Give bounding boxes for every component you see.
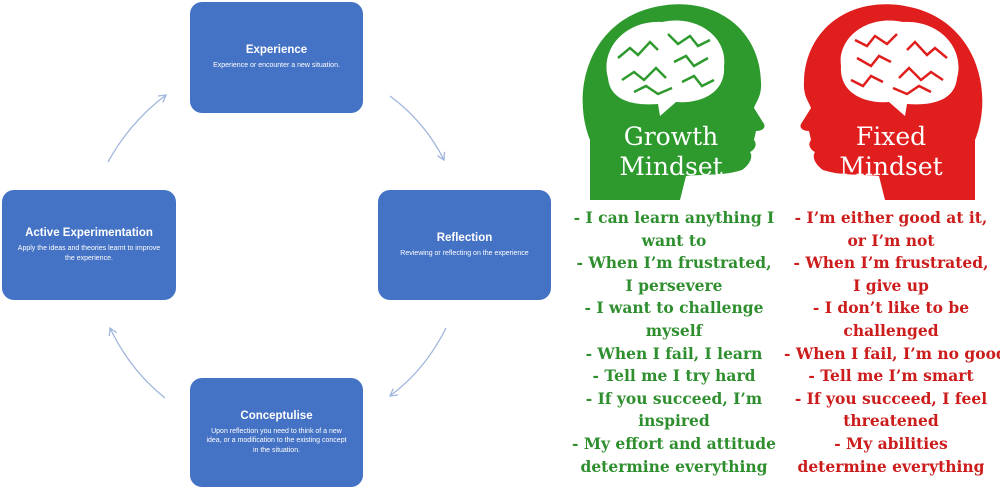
list-item: - When I fail, I learn	[585, 343, 763, 363]
list-item: determine everything	[580, 456, 768, 476]
arrow-reflection-to-conceptulise	[388, 327, 447, 397]
list-item: - Tell me I try hard	[592, 366, 756, 386]
fixed-head-icon	[800, 4, 983, 201]
cycle-arrows	[107, 94, 447, 399]
list-item: - I don’t like to be	[812, 298, 970, 318]
reflection-title: Reflection	[436, 231, 493, 244]
list-item: - If you succeed, I feel	[794, 388, 988, 408]
list-item: - I’m either good at it,	[794, 208, 988, 227]
growth-head-icon	[582, 4, 765, 201]
list-item: or I’m not	[847, 230, 935, 250]
active-experimentation-box: Active Experimentation Apply the ideas a…	[2, 190, 176, 300]
list-item: inspired	[638, 411, 710, 431]
list-item: - I can learn anything I	[573, 208, 775, 227]
conceptulise-description: Upon reflection you need to think of a n…	[206, 427, 347, 454]
growth-brain-lines	[617, 33, 715, 96]
list-item: - When I fail, I’m no good	[784, 343, 1000, 363]
list-item: - My abilities	[834, 433, 948, 453]
conceptulise-box: Conceptulise Upon reflection you need to…	[190, 378, 363, 487]
growth-title: Growth Mindset	[619, 122, 723, 181]
fixed-brain-lines	[850, 33, 948, 96]
list-item: I persevere	[625, 275, 723, 295]
list-item: - My effort and attitude	[572, 433, 776, 453]
list-item: I give up	[853, 275, 929, 295]
growth-list: - I can learn anything I want to - When …	[566, 207, 782, 478]
arrow-experience-to-reflection	[389, 95, 446, 162]
reflection-description: Reviewing or reflecting on the experienc…	[400, 249, 529, 257]
list-item: want to	[641, 230, 707, 250]
experience-box: Experience Experience or encounter a new…	[190, 2, 363, 113]
list-item: - If you succeed, I’m	[585, 388, 763, 408]
list-item: - I want to challenge	[584, 298, 764, 318]
list-item: - When I’m frustrated,	[576, 253, 772, 273]
arrow-active-to-experience	[107, 94, 168, 163]
list-item: - Tell me I’m smart	[808, 366, 974, 386]
list-item: myself	[645, 320, 703, 340]
list-item: - When I’m frustrated,	[793, 253, 989, 273]
reflection-box: Reflection Reviewing or reflecting on th…	[378, 190, 551, 300]
fixed-title: Fixed Mindset	[839, 122, 943, 181]
fixed-list: - I’m either good at it, or I’m not - Wh…	[784, 207, 1000, 478]
experience-description: Experience or encounter a new situation.	[213, 62, 340, 70]
conceptulise-title: Conceptulise	[240, 409, 313, 422]
list-item: challenged	[843, 320, 939, 340]
experience-title: Experience	[245, 44, 308, 57]
list-item: threatened	[843, 411, 939, 431]
active-experimentation-description: Apply the ideas and theories learnt to i…	[17, 245, 161, 262]
list-item: determine everything	[797, 456, 985, 476]
arrow-conceptulise-to-active	[108, 326, 166, 399]
active-experimentation-title: Active Experimentation	[25, 227, 153, 240]
